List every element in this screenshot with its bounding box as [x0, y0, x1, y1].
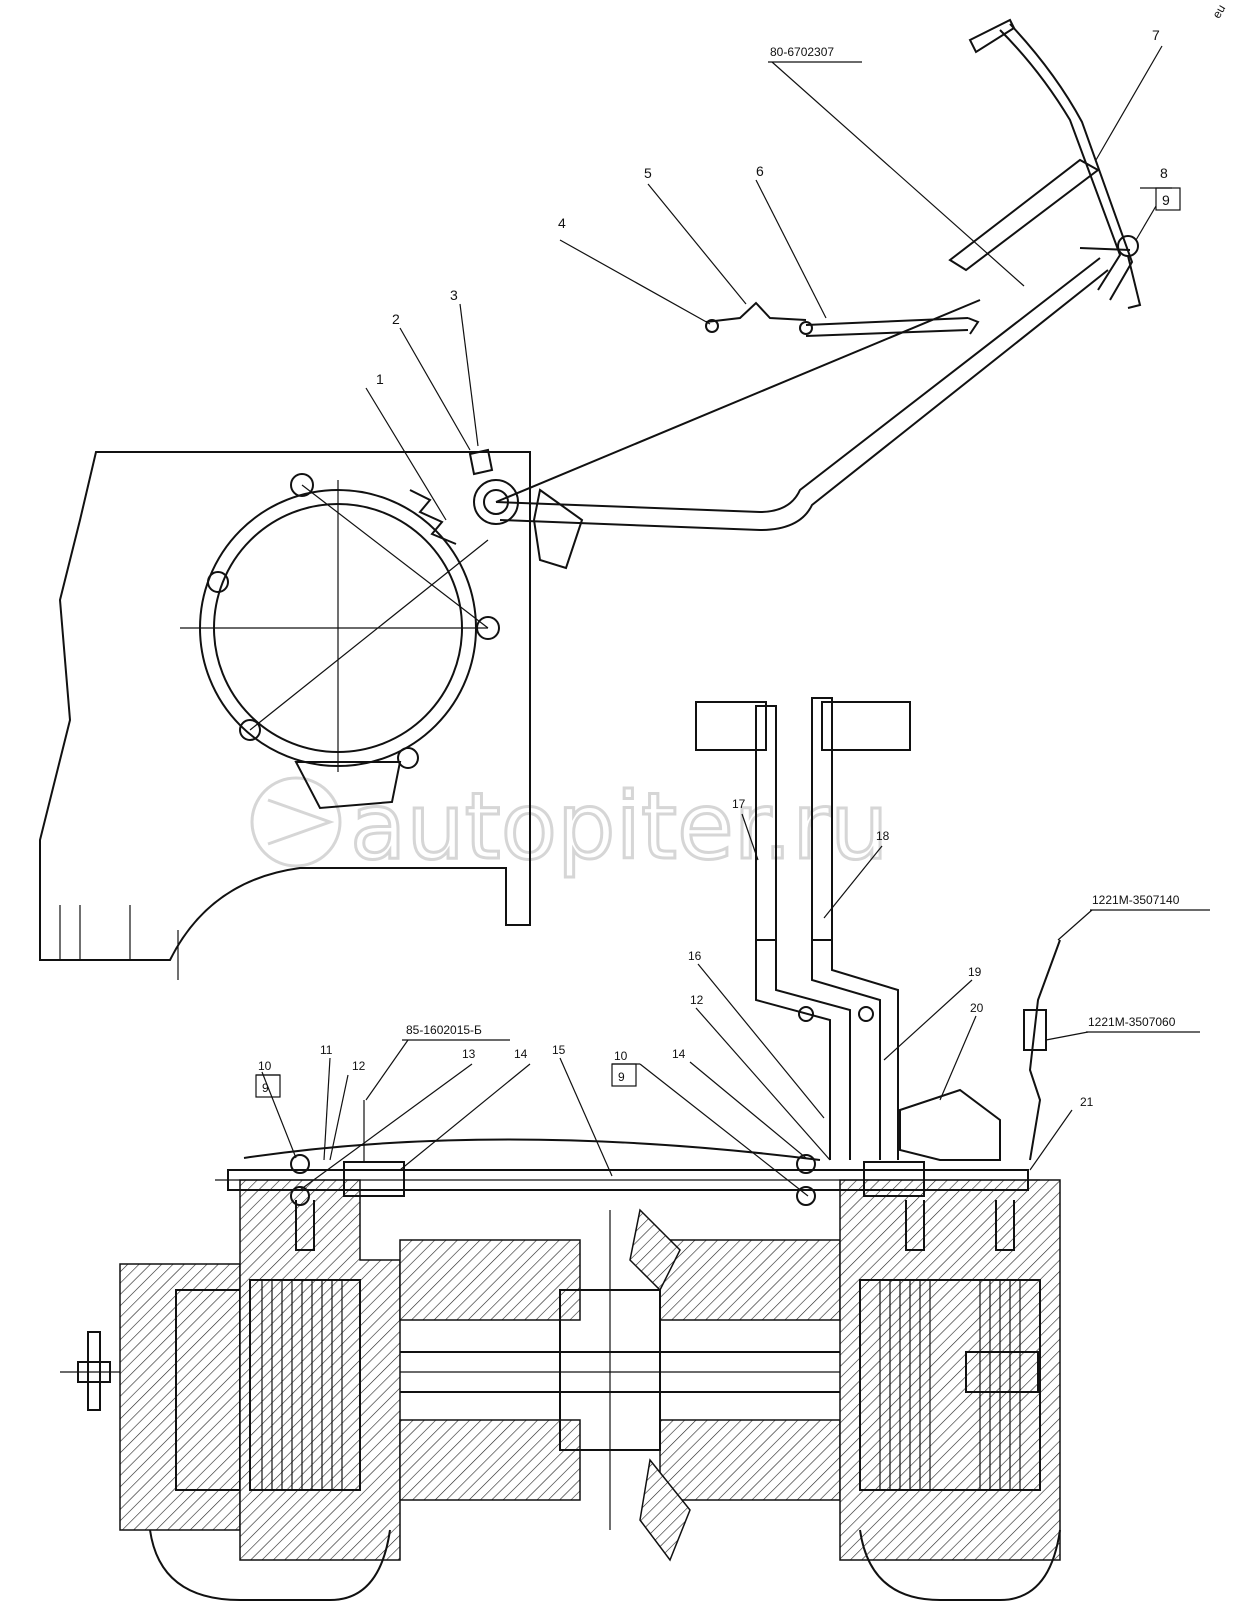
- watermark: autopiter.ru: [250, 772, 890, 882]
- left-clutch-plates: [261, 1280, 343, 1490]
- watermark-text: autopiter.ru: [350, 773, 888, 880]
- callout-10-left: 10: [258, 1059, 272, 1073]
- part-number-top: 80-6702307: [770, 45, 834, 59]
- callout-9-top: 9: [1162, 192, 1170, 208]
- pedal-linkage: [495, 18, 1142, 532]
- callout-19: 19: [968, 965, 982, 979]
- part-number-right-lower: 1221М-3507060: [1088, 1015, 1176, 1029]
- part-number-left: 85-1602015-Б: [406, 1023, 482, 1037]
- callout-box-9-left: [255, 1074, 281, 1098]
- callout-labels: 1 2 3 4 5 6 7 8 9 80-6702307 10 9 11 12 …: [258, 27, 1180, 1109]
- callout-14-left: 14: [514, 1047, 528, 1061]
- callout-16: 16: [688, 949, 702, 963]
- corner-mark: eu: [1209, 2, 1228, 21]
- callout-6: 6: [756, 163, 764, 179]
- callout-12-center: 12: [690, 993, 704, 1007]
- part-number-right-upper: 1221М-3507140: [1092, 893, 1180, 907]
- callout-5: 5: [644, 165, 652, 181]
- right-clutch-plates: [879, 1280, 1021, 1490]
- callout-10-center: 10: [614, 1049, 628, 1063]
- callout-15: 15: [552, 1043, 566, 1057]
- callout-7: 7: [1152, 27, 1160, 43]
- callout-14-center: 14: [672, 1047, 686, 1061]
- callout-8: 8: [1160, 165, 1168, 181]
- callout-3: 3: [450, 287, 458, 303]
- callout-9-left: 9: [262, 1081, 269, 1095]
- callout-18: 18: [876, 829, 890, 843]
- callout-1: 1: [376, 371, 384, 387]
- callout-12-left: 12: [352, 1059, 366, 1073]
- callout-11: 11: [320, 1043, 333, 1057]
- leader-lines: [256, 45, 1210, 1197]
- callout-2: 2: [392, 311, 400, 327]
- callout-21: 21: [1080, 1095, 1094, 1109]
- callout-13: 13: [462, 1047, 476, 1061]
- callout-20: 20: [970, 1001, 984, 1015]
- callout-4: 4: [558, 215, 566, 231]
- upper-housing: [39, 448, 584, 980]
- callout-9-center: 9: [618, 1070, 625, 1084]
- callout-17: 17: [732, 797, 746, 811]
- callout-box-9-top: [1155, 187, 1181, 211]
- callout-box-9-center: [611, 1063, 637, 1087]
- lower-transmission: [60, 697, 1061, 1601]
